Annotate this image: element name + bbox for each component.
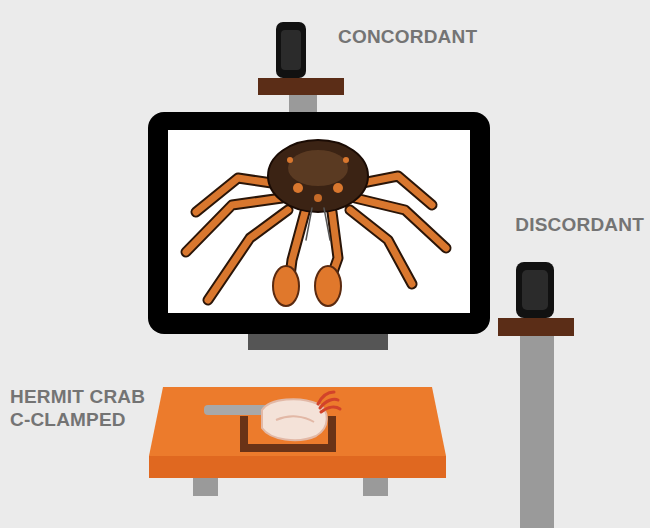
camera-platform — [498, 318, 574, 336]
monitor — [148, 112, 490, 350]
camera-pole — [289, 93, 317, 115]
camera-label: CONCORDANT — [338, 25, 488, 48]
hermit-crab-clamped — [204, 392, 340, 452]
concordant-camera — [258, 22, 344, 115]
camera-label: DISCORDANT — [494, 213, 644, 236]
table — [149, 387, 446, 496]
table-top — [149, 387, 446, 456]
shell — [262, 399, 327, 440]
subject-label: HERMIT CRAB C-CLAMPED — [10, 385, 146, 431]
camera-body — [276, 22, 306, 78]
crab-legs — [318, 392, 340, 412]
c-clamp — [240, 416, 336, 452]
coconut-crab-image — [186, 140, 446, 306]
table-edge — [149, 456, 446, 478]
camera-body — [516, 262, 554, 318]
camera-pole — [520, 334, 554, 528]
monitor-screen — [168, 130, 470, 313]
clamp-screw — [204, 405, 268, 415]
camera-lens — [522, 270, 548, 310]
camera-platform — [258, 78, 344, 95]
table-leg — [363, 476, 388, 496]
camera-lens — [281, 30, 301, 70]
monitor-frame — [148, 112, 490, 334]
table-leg — [193, 476, 218, 496]
discordant-camera — [498, 262, 574, 528]
